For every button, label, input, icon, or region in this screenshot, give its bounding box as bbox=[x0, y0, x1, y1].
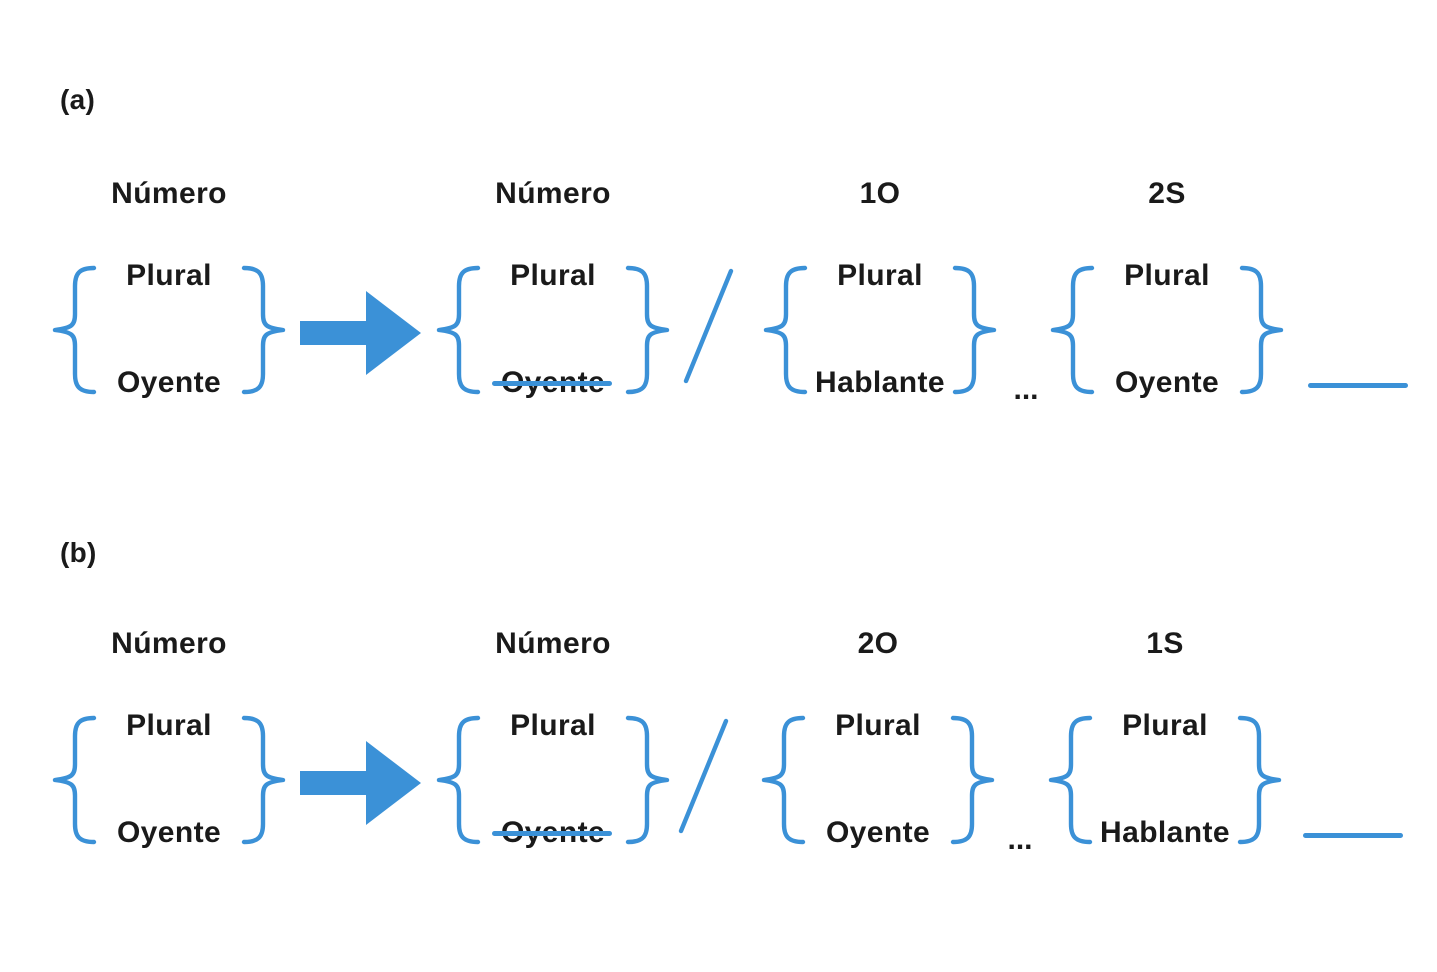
left-brace-icon bbox=[430, 265, 482, 395]
feature-label-bottom: Hablante bbox=[1100, 816, 1230, 849]
right-brace-icon bbox=[624, 715, 676, 845]
brace-set-numero-source: Número Plural Oyente bbox=[46, 177, 292, 399]
right-brace-icon bbox=[951, 265, 1003, 395]
right-brace-icon bbox=[624, 265, 676, 395]
arrow-right-icon bbox=[300, 291, 421, 375]
feature-label-top: Plural bbox=[510, 709, 596, 742]
brace-set-numero-source: Número Plural Oyente bbox=[46, 627, 292, 849]
left-brace-icon bbox=[46, 265, 98, 395]
feature-label-bottom: Oyente bbox=[116, 366, 222, 399]
strikethrough-line bbox=[492, 381, 612, 386]
brace-set-numero-derived: Número Plural Oyente bbox=[430, 177, 676, 399]
blank-slot-line bbox=[1303, 833, 1403, 838]
panel-label: (b) bbox=[60, 537, 97, 568]
brace-set-1s: 1S Plural Hablante bbox=[1042, 627, 1288, 849]
set-title: Número bbox=[111, 627, 227, 660]
brace-set-2s: 2S Plural Oyente bbox=[1044, 177, 1290, 399]
left-brace-icon bbox=[755, 715, 807, 845]
left-brace-icon bbox=[46, 715, 98, 845]
set-title: Número bbox=[495, 627, 611, 660]
right-brace-icon bbox=[1236, 715, 1288, 845]
slash-icon bbox=[678, 718, 730, 834]
set-title: 1S bbox=[1146, 627, 1184, 660]
feature-label-top: Plural bbox=[126, 709, 212, 742]
left-brace-icon bbox=[1044, 265, 1096, 395]
feature-label-top: Plural bbox=[126, 259, 212, 292]
brace-set-2o: 2O Plural Oyente bbox=[755, 627, 1001, 849]
ellipsis-dots: ... bbox=[1013, 373, 1039, 406]
set-title: 1O bbox=[859, 177, 901, 210]
set-title: 2O bbox=[857, 627, 899, 660]
left-brace-icon bbox=[757, 265, 809, 395]
feature-label-top: Plural bbox=[837, 259, 923, 292]
feature-label-bottom: Oyente bbox=[825, 816, 931, 849]
right-brace-icon bbox=[240, 715, 292, 845]
brace-set-1o: 1O Plural Hablante bbox=[757, 177, 1003, 399]
right-brace-icon bbox=[240, 265, 292, 395]
feature-label-bottom: Oyente bbox=[116, 816, 222, 849]
feature-label-top: Plural bbox=[510, 259, 596, 292]
arrow-right-icon bbox=[300, 741, 421, 825]
feature-label-bottom: Hablante bbox=[815, 366, 945, 399]
strikethrough-line bbox=[492, 831, 612, 836]
panel-label: (a) bbox=[60, 84, 96, 115]
right-brace-icon bbox=[1238, 265, 1290, 395]
feature-label-top: Plural bbox=[1122, 709, 1208, 742]
set-title: 2S bbox=[1148, 177, 1186, 210]
left-brace-icon bbox=[430, 715, 482, 845]
feature-label-top: Plural bbox=[1124, 259, 1210, 292]
set-title: Número bbox=[495, 177, 611, 210]
feature-label-top: Plural bbox=[835, 709, 921, 742]
slash-icon bbox=[683, 268, 735, 384]
left-brace-icon bbox=[1042, 715, 1094, 845]
brace-set-numero-derived: Número Plural Oyente bbox=[430, 627, 676, 849]
feature-label-bottom: Oyente bbox=[1114, 366, 1220, 399]
ellipsis-dots: ... bbox=[1007, 823, 1033, 856]
set-title: Número bbox=[111, 177, 227, 210]
blank-slot-line bbox=[1308, 383, 1408, 388]
